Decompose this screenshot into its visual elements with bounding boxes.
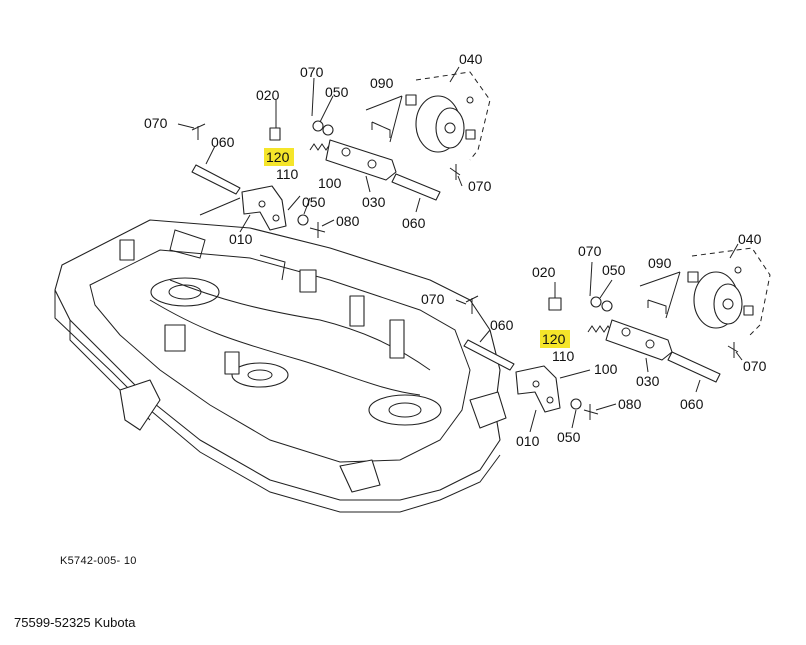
label-left-050-bottom[interactable]: 050 <box>302 194 326 210</box>
label-left-110[interactable]: 110 <box>276 166 299 182</box>
label-right-080[interactable]: 080 <box>618 396 642 412</box>
label-left-040[interactable]: 040 <box>459 51 483 67</box>
label-right-030[interactable]: 030 <box>636 373 660 389</box>
label-right-060[interactable]: 060 <box>490 317 514 333</box>
label-left-050-top[interactable]: 050 <box>325 84 349 100</box>
label-right-050-top[interactable]: 050 <box>602 262 626 278</box>
highlight-left-120 <box>264 148 294 166</box>
label-left-070-top[interactable]: 070 <box>300 64 324 80</box>
label-right-070-right[interactable]: 070 <box>743 358 767 374</box>
mower-deck <box>54 219 507 513</box>
label-right-070-left[interactable]: 070 <box>421 291 445 307</box>
part-caption: 75599-52325 Kubota <box>14 615 136 630</box>
reference-code: K5742-005- 10 <box>60 555 137 567</box>
right-anti-scalp-assembly <box>455 243 771 433</box>
label-right-050-bottom[interactable]: 050 <box>557 429 581 445</box>
label-right-090[interactable]: 090 <box>648 255 672 271</box>
label-left-070-right[interactable]: 070 <box>468 178 492 194</box>
label-left-120[interactable]: 120 <box>266 149 290 165</box>
label-right-070-top[interactable]: 070 <box>578 243 602 259</box>
label-right-020[interactable]: 020 <box>532 264 556 280</box>
label-right-120[interactable]: 120 <box>542 331 566 347</box>
label-left-060[interactable]: 060 <box>211 134 235 150</box>
label-left-060-bottom[interactable]: 060 <box>402 215 426 231</box>
label-right-010[interactable]: 010 <box>516 433 540 449</box>
label-left-020[interactable]: 020 <box>256 87 280 103</box>
label-left-100[interactable]: 100 <box>318 175 342 191</box>
label-right-110[interactable]: 110 <box>552 348 575 364</box>
left-anti-scalp-assembly <box>177 66 491 238</box>
label-right-100[interactable]: 100 <box>594 361 618 377</box>
label-left-030[interactable]: 030 <box>362 194 386 210</box>
label-left-010[interactable]: 010 <box>229 231 253 247</box>
label-right-060-bottom[interactable]: 060 <box>680 396 704 412</box>
label-left-070-left[interactable]: 070 <box>144 115 168 131</box>
label-left-080[interactable]: 080 <box>336 213 360 229</box>
label-right-040[interactable]: 040 <box>738 231 762 247</box>
label-left-090[interactable]: 090 <box>370 75 394 91</box>
highlight-right-120 <box>540 330 570 348</box>
